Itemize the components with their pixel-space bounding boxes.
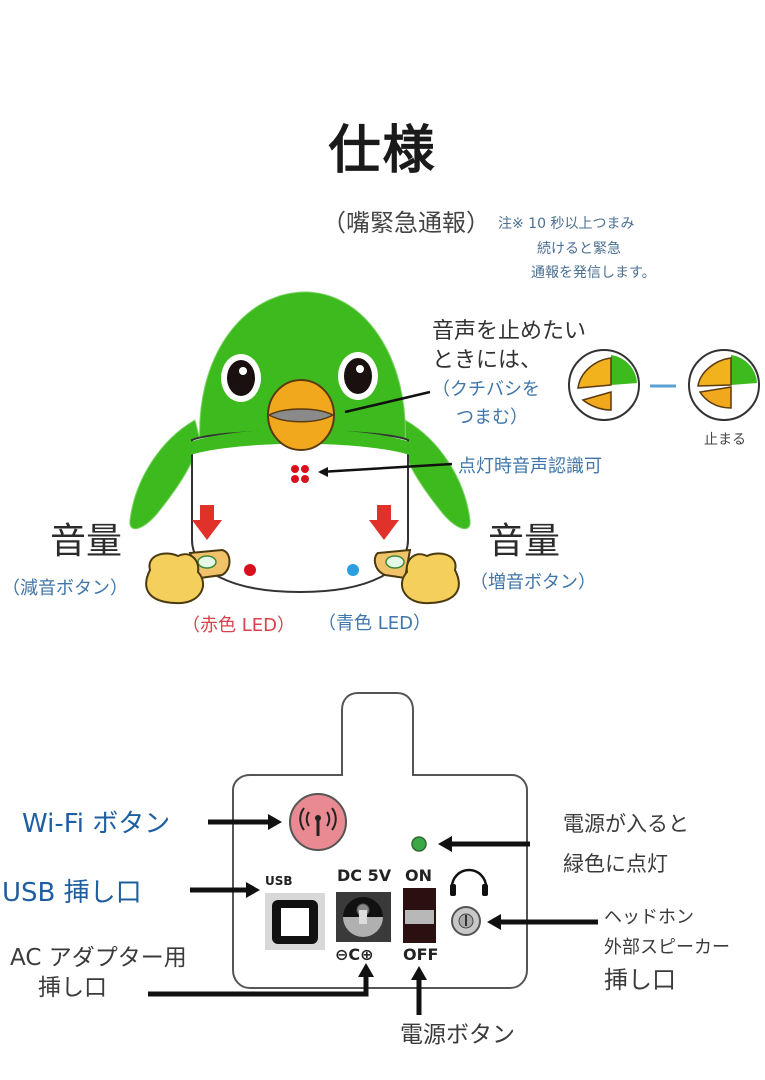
headphone-label-3: 挿し口	[604, 966, 676, 994]
power-switch-icon	[403, 888, 436, 943]
usb-port-label: USB 挿し口	[2, 878, 142, 908]
stops-label: 止まる	[704, 432, 746, 448]
volume-up-title: 音量	[488, 521, 561, 562]
switch-off-text: OFF	[403, 945, 439, 964]
headphone-label-1: ヘッドホン	[604, 907, 694, 928]
headphone-label-2: 外部スピーカー	[604, 937, 730, 958]
emergency-note-3: 通報を発信します。	[531, 265, 656, 281]
emergency-label: （嘴緊急通報）	[322, 209, 490, 237]
usb-port-text: USB	[265, 874, 293, 888]
stop-voice-label-2: ときには、	[432, 348, 543, 373]
pinch-beak-label-1: （クチバシを	[432, 379, 540, 400]
emergency-note-2: 続けると緊急	[537, 241, 621, 257]
red-led-label: （赤色 LED）	[182, 615, 295, 636]
ac-adapter-label-2: 挿し口	[38, 975, 107, 1001]
ac-adapter-label-1: AC アダプター用	[10, 945, 187, 971]
power-led-label-2: 緑色に点灯	[563, 852, 668, 876]
beak-after-icon	[688, 349, 760, 421]
pinch-beak-label-2: つまむ）	[456, 407, 528, 428]
switch-on-text: ON	[405, 866, 432, 885]
wifi-button-label: Wi-Fi ボタン	[22, 809, 171, 839]
polarity-symbol: ⊖C⊕	[335, 945, 374, 964]
dc-voltage-text: DC 5V	[337, 866, 392, 885]
emergency-note-1: 注※ 10 秒以上つまみ	[498, 216, 635, 232]
stop-voice-label-1: 音声を止めたい	[432, 319, 587, 344]
page-title: 仕様	[328, 121, 437, 181]
volume-up-button-label: （増音ボタン）	[470, 572, 596, 593]
power-button-label: 電源ボタン	[400, 1022, 515, 1048]
headphone-icon	[450, 868, 488, 936]
penguin-figure	[129, 291, 471, 605]
volume-down-button-label: （減音ボタン）	[2, 578, 128, 599]
dc-jack-icon	[336, 892, 391, 942]
blue-led-label: （青色 LED）	[318, 613, 431, 634]
usb-port-icon	[265, 893, 325, 950]
wifi-button-icon	[289, 793, 347, 851]
voice-recognition-label: 点灯時音声認識可	[458, 456, 602, 477]
volume-down-title: 音量	[50, 521, 123, 562]
power-led-label-1: 電源が入ると	[563, 812, 689, 836]
beak-before-icon	[568, 349, 640, 421]
